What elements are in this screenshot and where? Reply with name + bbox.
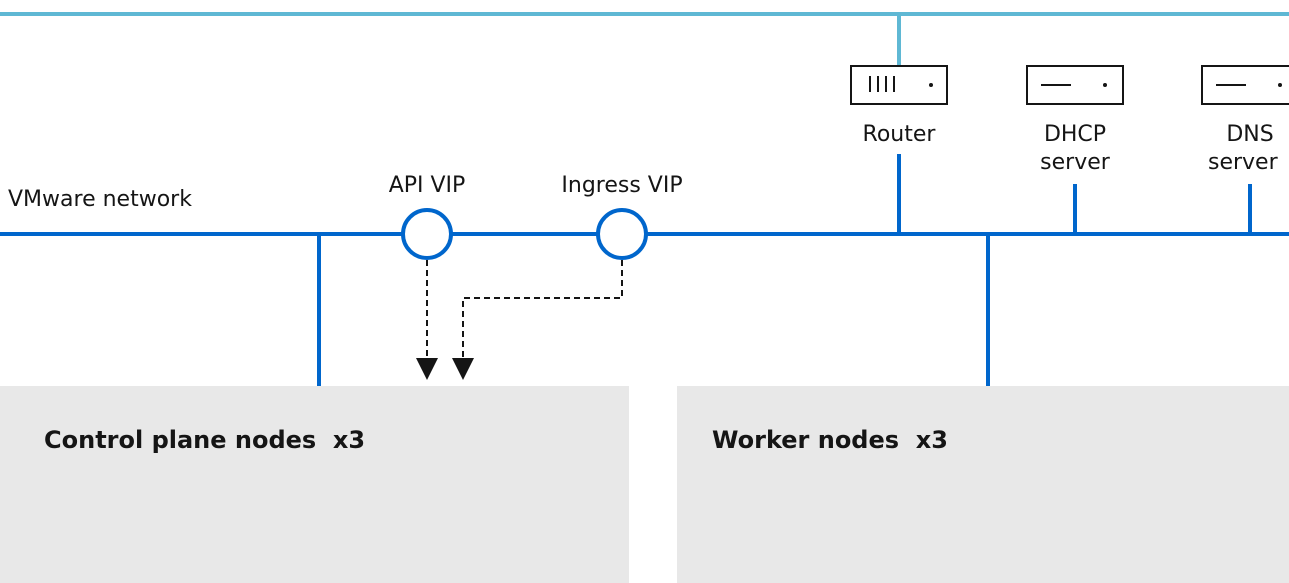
- api-vip-label: API VIP: [388, 173, 466, 198]
- dhcp-server-icon: [1026, 65, 1124, 105]
- dns-server-icon: [1201, 65, 1289, 105]
- router-label: Router: [862, 122, 936, 147]
- dns-label-line2: server: [1208, 150, 1278, 175]
- network-label: VMware network: [8, 187, 192, 212]
- worker-box: [677, 386, 1289, 583]
- ingress-vip-arrowhead: [452, 358, 474, 380]
- api-vip-arrowhead: [416, 358, 438, 380]
- ingress-vip-label: Ingress VIP: [561, 173, 683, 198]
- control-plane-box: [0, 386, 629, 583]
- ingress-vip-dashed-path: [462, 260, 623, 360]
- router-icon: [850, 65, 948, 105]
- dhcp-label-line1: DHCP: [1043, 122, 1107, 147]
- worker-title: Worker nodes x3: [712, 426, 948, 454]
- dns-label-line1: DNS: [1226, 122, 1274, 147]
- ingress-vip-circle: [596, 208, 648, 260]
- control-plane-title: Control plane nodes x3: [44, 426, 366, 454]
- dhcp-label-line2: server: [1040, 150, 1110, 175]
- api-vip-circle: [401, 208, 453, 260]
